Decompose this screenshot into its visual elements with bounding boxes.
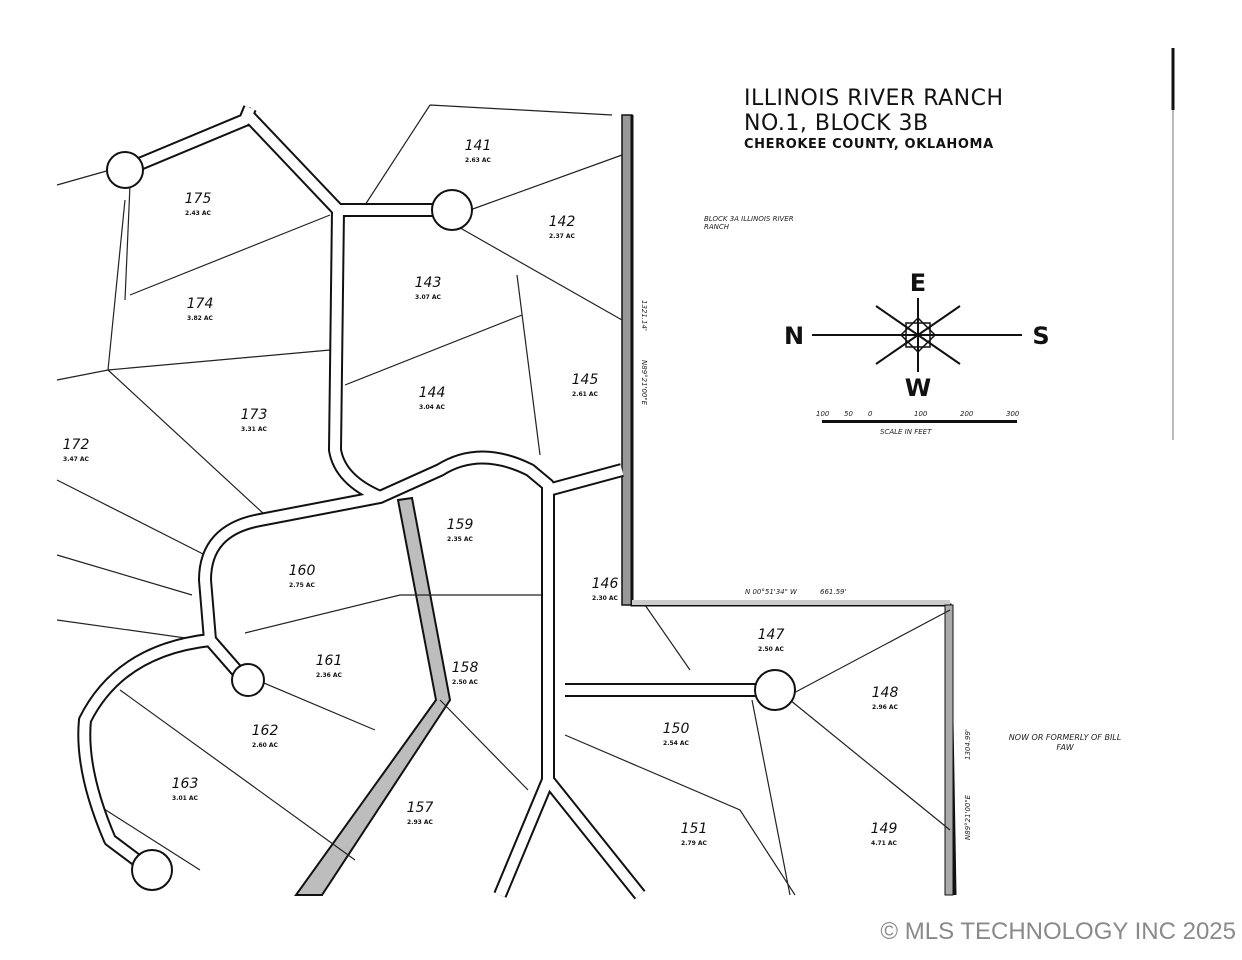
lot-number: 175 [185, 191, 212, 207]
svg-text:200: 200 [960, 410, 974, 418]
lot-acreage: 2.93 AC [407, 819, 434, 826]
lot-number: 160 [289, 563, 316, 579]
subdivision-boundary [621, 114, 957, 896]
easement-strip [294, 496, 452, 896]
lot-number: 144 [419, 385, 446, 401]
lot-acreage: 2.30 AC [592, 595, 619, 602]
lot-number: 145 [572, 372, 599, 388]
lot-lines [56, 104, 951, 896]
north-boundary-bearing: N 00°51'34" W [745, 588, 798, 596]
lot-acreage: 2.37 AC [549, 233, 576, 240]
lot-acreage: 2.60 AC [252, 742, 279, 749]
lot-number: 146 [592, 576, 619, 592]
svg-text:0: 0 [868, 410, 873, 418]
compass-label-bottom: W [905, 374, 931, 402]
lot-number: 173 [241, 407, 268, 423]
lot-number: 149 [871, 821, 898, 837]
lot-number: 148 [872, 685, 899, 701]
roads [77, 105, 796, 900]
lot-acreage: 3.04 AC [419, 404, 446, 411]
compass-label-right: S [1032, 322, 1049, 350]
lot-number: 163 [172, 776, 199, 792]
lot-number: 147 [758, 627, 785, 643]
lot-number: 162 [252, 723, 279, 739]
lot-acreage: 3.07 AC [415, 294, 442, 301]
south-boundary-distance: 1304.99' [964, 729, 972, 760]
lot-acreage: 2.50 AC [758, 646, 785, 653]
copyright-watermark: © MLS TECHNOLOGY INC 2025 [880, 918, 1236, 945]
title-line-3: CHEROKEE COUNTY, OKLAHOMA [744, 137, 994, 152]
compass-label-top: E [910, 269, 926, 297]
lot-number: 161 [316, 653, 343, 669]
lot-number: 174 [187, 296, 214, 312]
lot-number: 158 [452, 660, 479, 676]
compass-label-left: N [784, 322, 804, 350]
svg-text:100: 100 [914, 410, 928, 418]
lot-acreage: 2.36 AC [316, 672, 343, 679]
svg-text:100: 100 [816, 410, 830, 418]
svg-text:300: 300 [1006, 410, 1020, 418]
adjacent-block-label: BLOCK 3A ILLINOIS RIVER RANCH [704, 215, 794, 231]
lot-acreage: 2.75 AC [289, 582, 316, 589]
lot-acreage: 2.50 AC [452, 679, 479, 686]
lot-acreage: 4.71 AC [871, 840, 898, 847]
lot-acreage: 3.01 AC [172, 795, 199, 802]
lot-acreage: 3.47 AC [63, 456, 90, 463]
lot-acreage: 3.31 AC [241, 426, 268, 433]
lot-acreage: 2.63 AC [465, 157, 492, 164]
lot-number: 157 [407, 800, 434, 816]
lot-acreage: 2.79 AC [681, 840, 708, 847]
north-boundary-distance: 661.59' [820, 588, 846, 596]
south-boundary-bearing: N89°21'00"E [964, 794, 972, 840]
lot-acreage: 2.43 AC [185, 210, 212, 217]
east-boundary-distance: 1321.14' [640, 300, 648, 331]
plat-title: ILLINOIS RIVER RANCH NO.1, BLOCK 3B CHER… [744, 86, 1004, 152]
title-line-2: NO.1, BLOCK 3B [744, 111, 929, 136]
lot-labels: 141 2.63 AC 142 2.37 AC 143 3.07 AC 144 3.04 AC… [63, 138, 899, 847]
lot-number: 172 [63, 437, 90, 453]
svg-text:50: 50 [844, 410, 853, 418]
lot-acreage: 2.96 AC [872, 704, 899, 711]
lot-number: 151 [681, 821, 708, 837]
lot-acreage: 2.54 AC [663, 740, 690, 747]
lot-acreage: 3.82 AC [187, 315, 214, 322]
scale-label: SCALE IN FEET [880, 428, 932, 436]
compass-rose-icon [812, 298, 1022, 372]
east-boundary-bearing: N89°21'00"E [640, 360, 648, 406]
lot-number: 143 [415, 275, 442, 291]
lot-acreage: 2.35 AC [447, 536, 474, 543]
lot-number: 142 [549, 214, 576, 230]
scale-bar: 100 50 0 100 200 300 SCALE IN FEET [816, 410, 1020, 436]
adjacent-owner-label: NOW OR FORMERLY OF BILL FAW [1008, 733, 1122, 752]
lot-number: 159 [447, 517, 474, 533]
lot-acreage: 2.61 AC [572, 391, 599, 398]
title-line-1: ILLINOIS RIVER RANCH [744, 86, 1004, 111]
lot-number: 141 [465, 138, 492, 154]
lot-number: 150 [663, 721, 690, 737]
